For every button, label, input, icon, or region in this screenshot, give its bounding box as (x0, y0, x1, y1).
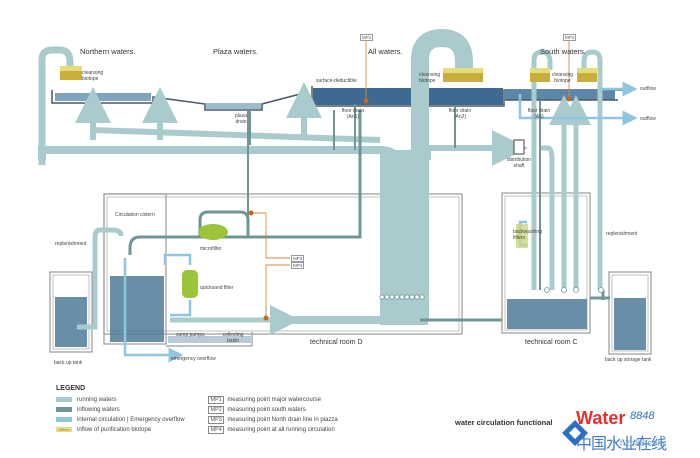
diagram-caption: water circulation functional (455, 418, 553, 427)
north-return-loop (38, 46, 74, 165)
filters (182, 224, 528, 298)
back-up-storage-tank-wall (608, 271, 652, 355)
back-up-tank-wall (49, 271, 93, 353)
legend-swatch-internal (56, 417, 72, 422)
all-waters-main-loop (411, 28, 473, 320)
biotope-south-2 (577, 72, 597, 82)
legend-label: internal circulation | Emergency overflo… (77, 416, 185, 423)
label-outflow-2: outflow (640, 116, 656, 122)
label-outflow-1: outflow (640, 86, 656, 92)
label-collecting-basin: collecting basin (222, 332, 244, 344)
backwashing-filter-icon (516, 224, 528, 248)
legend-item-internal: internal circulation | Emergency overflo… (56, 415, 185, 424)
watermark-chinese: 中国水业在线 (576, 434, 667, 453)
legend-mp-tag: MP2 (208, 405, 225, 414)
label-cleansing-biotope-all: cleansing biotope (419, 72, 441, 84)
label-back-up-tank: back up tank (54, 360, 83, 366)
legend-mp-tag: MP4 (208, 425, 225, 434)
zone-south-waters: South waters. (540, 47, 586, 56)
label-cleansing-biotope-south: cleansing biotope (551, 72, 574, 84)
all-waters-pool (313, 88, 503, 105)
cistern-water (110, 276, 164, 342)
legend: LEGEND running waters inflowing waters i… (56, 385, 456, 445)
legend-mp3: MP3 measuring point North drain line in … (208, 415, 338, 424)
legend-item-biotope: inflow inflow of purification biotope (56, 425, 151, 434)
label-floor-drain-an2: floor drain (An2) (448, 108, 472, 120)
northern-pool (55, 93, 151, 101)
legend-mp-tag: MP1 (208, 395, 225, 404)
legend-item-running: running waters (56, 395, 116, 404)
label-emergency-overflow: emergency overflow (171, 356, 216, 362)
plaza-pool (206, 103, 261, 109)
mp3-tag: MP3 (291, 255, 305, 262)
label-back-up-storage-tank: back up storage tank (605, 357, 652, 363)
legend-label: inflowing waters (77, 406, 120, 413)
legend-mp-label: measuring point major watercourse (227, 396, 322, 403)
watermark-logo: Water 8848 中国水业在线 h2o88.com (560, 408, 700, 458)
label-floor-drain-an1: floor drain (An1) (341, 108, 365, 120)
measuring-point-dots (248, 96, 572, 321)
legend-label: inflow of purification biotope (77, 426, 152, 433)
label-circulation-cistern: Circulation cistern (115, 212, 155, 218)
sump-water (168, 336, 252, 343)
room-c-water (507, 299, 587, 329)
label-surface-deductible: surface-deductible (316, 78, 357, 84)
label-floor-drain-a5: floor drain (A5) (527, 108, 551, 120)
label-cleansing-biotope-north: cleansing biotope (82, 70, 104, 82)
storage-tank-water (614, 298, 646, 350)
label-distribution-shaft: distribution shaft (506, 157, 532, 169)
biotope-north (60, 70, 82, 80)
legend-title: LEGEND (56, 385, 86, 392)
microfilter-icon (198, 224, 228, 240)
cistern-wall (103, 193, 167, 345)
measuring-lines (251, 40, 570, 318)
surface-pools (51, 86, 624, 111)
watermark-diamond-icon (562, 420, 588, 446)
label-replenishment-left: replenishment (55, 241, 87, 247)
technical-room-c-wall (501, 192, 591, 334)
label-microfilter: microfilter (200, 246, 222, 252)
label-replenishment-right: replenishment (606, 231, 638, 237)
legend-mp1: MP1 measuring point major watercourse (208, 395, 321, 404)
label-technical-room-c: technical room C (525, 339, 578, 346)
label-sump-pumps: sump pumps (176, 332, 205, 338)
mp4-tag: MP4 (291, 262, 305, 269)
legend-mp4: MP4 measuring point at all running circu… (208, 425, 335, 434)
legend-mp-label: measuring point south waters (227, 406, 306, 413)
back-up-tank-water (55, 297, 87, 347)
label-plaza-drain: plaza drain (235, 113, 247, 125)
watermark-domain: h2o88.com (620, 438, 665, 448)
mp2-tag: MP2 (563, 34, 577, 41)
distribution-shaft-icon (513, 139, 525, 155)
quicksand-filter-icon (182, 270, 198, 298)
legend-item-inflowing: inflowing waters (56, 405, 120, 414)
label-quicksand-filter: quicksand filter (200, 285, 234, 291)
label-backwashing-filters: backwashing filters (513, 229, 542, 241)
zone-plaza-waters: Plaza waters. (213, 47, 259, 56)
legend-mp2: MP2 measuring point south waters (208, 405, 306, 414)
biotope-all (443, 72, 483, 82)
mp1-tag: MP1 (360, 34, 374, 41)
biotopes (60, 66, 597, 82)
zone-all-waters: All waters. (368, 47, 403, 56)
watermark-number: 8848 (630, 410, 655, 422)
zone-northern-waters: Northern waters. (80, 47, 136, 56)
legend-swatch-biotope: inflow (56, 427, 72, 432)
watermark-brand: Water (576, 408, 626, 428)
legend-label: running waters (77, 396, 117, 403)
legend-swatch-inflowing (56, 407, 72, 412)
legend-mp-label: measuring point at all running circulati… (227, 426, 335, 433)
legend-mp-tag: MP3 (208, 415, 225, 424)
legend-mp-label: measuring point North drain line in piaz… (227, 416, 338, 423)
label-technical-room-d: technical room D (310, 339, 363, 346)
biotope-south-1 (530, 72, 550, 82)
legend-swatch-running (56, 397, 72, 402)
pump-circles (379, 287, 604, 300)
